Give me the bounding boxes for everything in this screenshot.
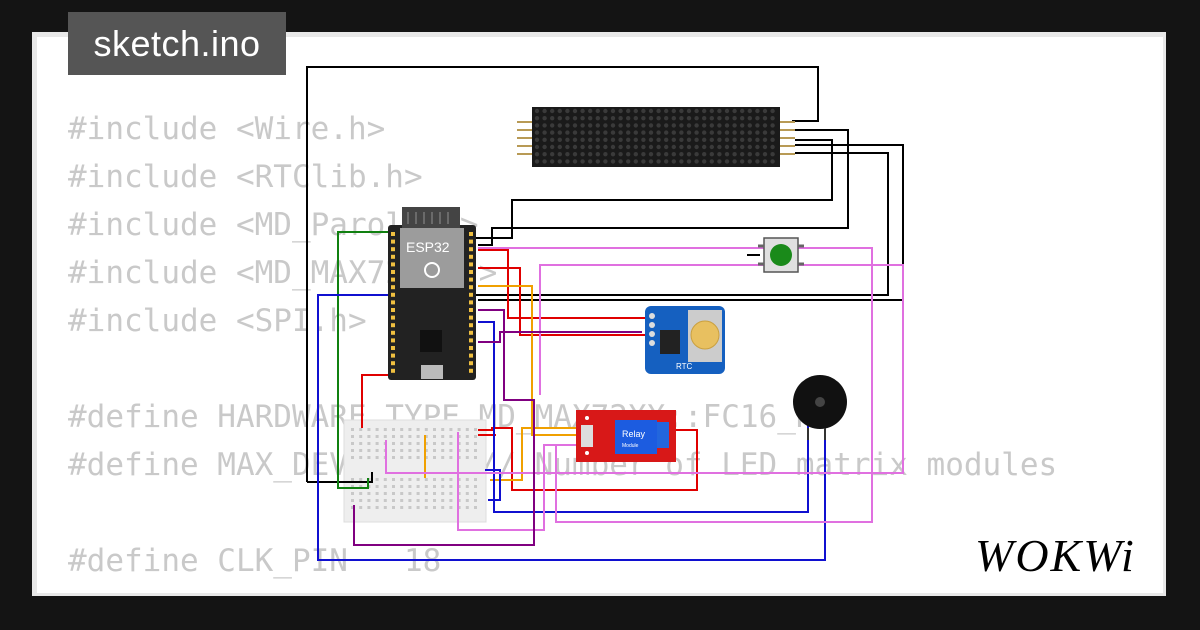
rtc-module[interactable]: RTC [645, 306, 725, 374]
push-button[interactable] [758, 237, 804, 273]
breadboard[interactable] [343, 419, 487, 523]
wire-red-2[interactable] [478, 249, 655, 319]
wires [306, 66, 904, 561]
led-matrix[interactable] [517, 107, 795, 167]
code-line-1: #include <Wire.h> [68, 111, 386, 147]
wifi-icon [424, 262, 440, 278]
wire-black-1[interactable] [306, 66, 819, 482]
wire-violet-2[interactable] [385, 264, 904, 474]
relay-label: Relay [622, 429, 646, 439]
wire-red-3[interactable] [478, 267, 645, 336]
rtc-label: RTC [676, 362, 693, 371]
relay-module[interactable]: Relay Module [576, 410, 676, 462]
wokwi-logo-text: WOKWi [975, 530, 1136, 581]
wire-green[interactable] [337, 231, 392, 489]
wire-black-5[interactable] [478, 144, 904, 301]
wire-purple-1[interactable] [353, 309, 535, 546]
sketch-tab[interactable]: sketch.ino [68, 12, 286, 75]
wire-black-3[interactable] [478, 129, 849, 246]
wire-black-2[interactable] [472, 139, 833, 239]
wokwi-logo: WOKWi [975, 530, 1136, 581]
wire-blue-3[interactable] [485, 469, 501, 501]
wire-red-4[interactable] [478, 427, 698, 491]
esp32-label: ESP32 [406, 239, 450, 255]
wire-blue-1[interactable] [317, 294, 826, 561]
buzzer[interactable] [793, 375, 847, 440]
relay-sublabel: Module [622, 443, 639, 449]
wire-red-1[interactable] [361, 374, 392, 428]
wire-purple-2[interactable] [478, 331, 642, 343]
wire-black-7[interactable] [307, 472, 373, 483]
code-line-11: #define DATA_PIN 23 [68, 585, 1057, 593]
esp32-board[interactable]: ESP32 [388, 207, 476, 380]
code-line-5: #include <SPI.h> [68, 303, 367, 339]
wire-orange-1[interactable] [478, 285, 578, 436]
code-line-2: #include <RTClib.h> [68, 159, 423, 195]
wire-orange-3[interactable] [490, 427, 578, 481]
wire-blue-2[interactable] [478, 321, 809, 513]
wire-black-4[interactable] [472, 152, 889, 296]
code-line-10: #define CLK_PIN 18 [68, 543, 442, 579]
wire-violet-3[interactable] [457, 432, 578, 531]
usb-port [421, 365, 443, 379]
